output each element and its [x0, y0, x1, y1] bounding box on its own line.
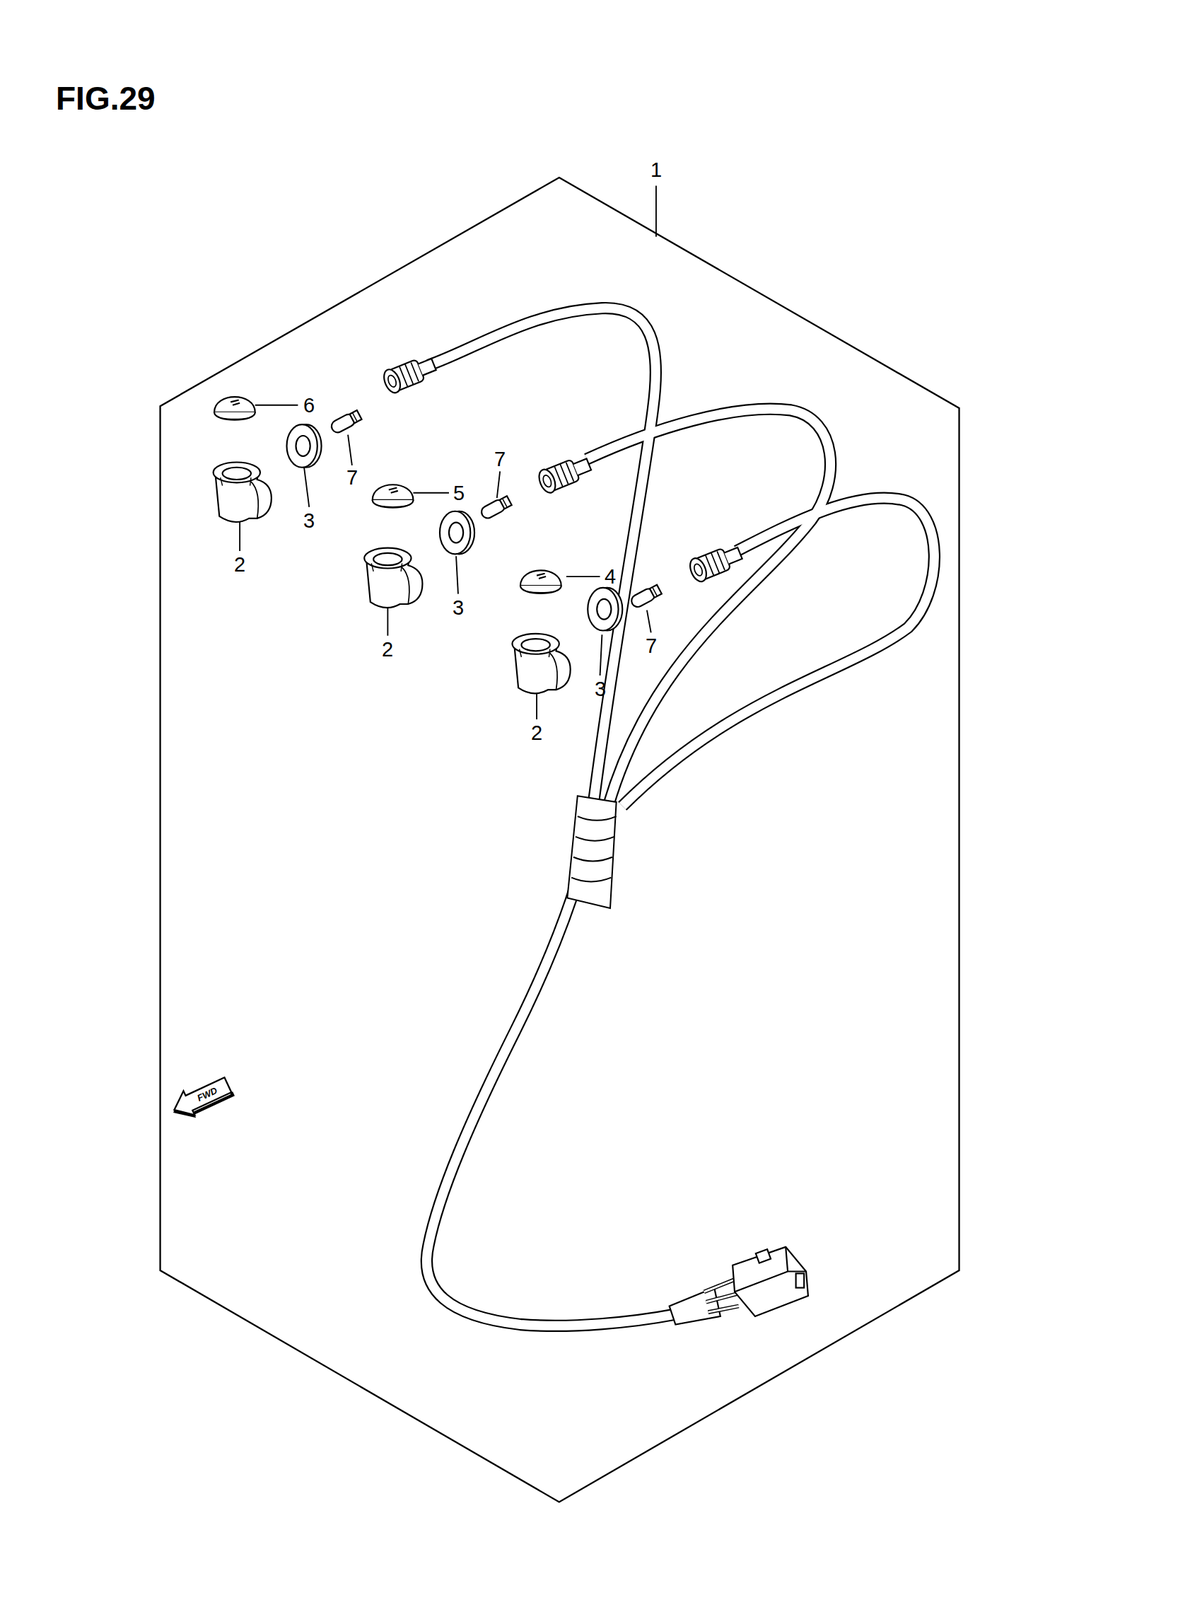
callout-number: 6 [303, 395, 315, 416]
figure-title: FIG.29 [55, 79, 156, 118]
callout-number: 3 [303, 510, 315, 532]
callout-number: 5 [453, 482, 465, 504]
callout-number: 2 [234, 554, 246, 575]
callout-number: 2 [531, 722, 543, 744]
callout-number: 3 [452, 597, 464, 618]
callout-number: 7 [494, 448, 506, 470]
callout-number: 1 [650, 159, 662, 181]
callout-number: 3 [594, 678, 606, 700]
callout-number: 7 [346, 467, 358, 488]
callout-number: 4 [604, 566, 616, 587]
callout-number: 2 [381, 639, 394, 660]
callout-number: 7 [645, 635, 657, 657]
